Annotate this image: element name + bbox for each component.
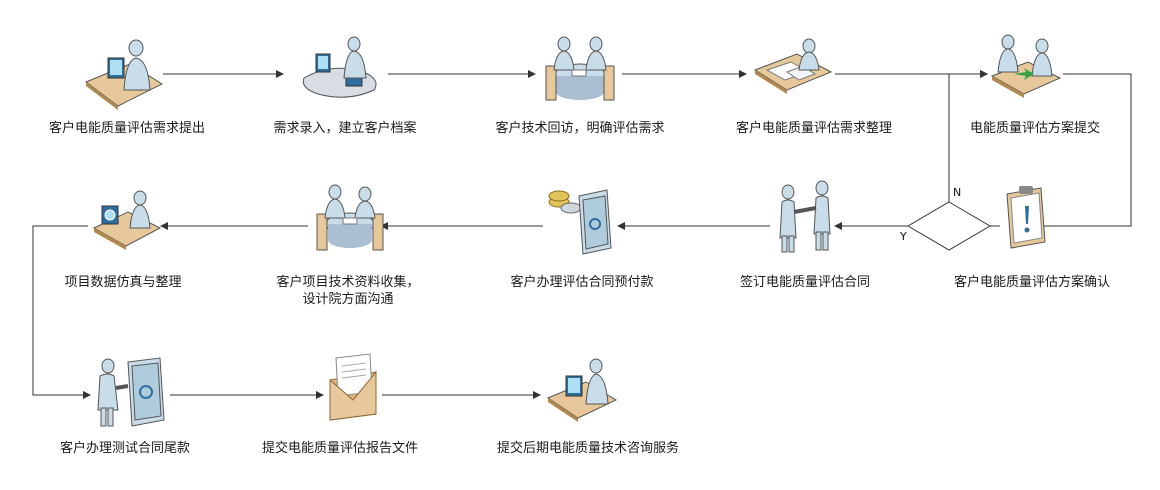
step-2-label: 需求录入，建立客户档案 [273,121,417,136]
step-10-label: 项目数据仿真与整理 [64,275,182,290]
step-12-label: 提交电能质量评估报告文件 [261,441,419,456]
meeting-at-round-table-icon [545,36,615,101]
person-at-safe-icon [97,357,165,427]
documents-on-desk-icon [753,38,833,94]
arrow-step5-to-step6 [1031,73,1132,230]
clipboard-alert-icon [1006,186,1046,249]
step-11-label: 客户办理测试合同尾款 [59,441,191,456]
arrow-step10-to-step11 [32,225,91,399]
step-3-label: 客户技术回访，明确评估需求 [495,121,665,136]
step-13-label: 提交后期电能质量技术咨询服务 [496,441,680,456]
decision-yes-label: Y [899,230,907,243]
meeting-at-table-icon [316,184,384,251]
decision-no-label: N [953,186,961,199]
step-9-label: 客户项目技术资料收集， [276,275,420,290]
step-4-label: 客户电能质量评估需求整理 [735,121,893,136]
step-9-label-line2: 设计院方面沟通 [302,292,394,307]
step-8-label: 客户办理评估合同预付款 [510,275,654,290]
person-at-computer-icon [84,39,164,110]
envelope-with-document-icon [329,353,377,421]
arrow-decision-no-branch [948,70,988,202]
decision-diamond [907,201,991,251]
handshake-icon [779,180,831,253]
step-1-label: 客户电能质量评估需求提出 [48,121,206,136]
person-at-computer-icon [546,358,618,422]
step-6-label: 客户电能质量评估方案确认 [953,275,1111,290]
safe-with-coins-icon [548,189,612,255]
step-7-label: 签订电能质量评估合同 [739,275,871,290]
handing-over-document-icon [990,34,1062,98]
step-5-label: 电能质量评估方案提交 [969,121,1101,136]
person-at-workstation-icon [302,36,377,98]
person-at-data-desk-icon [92,190,162,250]
